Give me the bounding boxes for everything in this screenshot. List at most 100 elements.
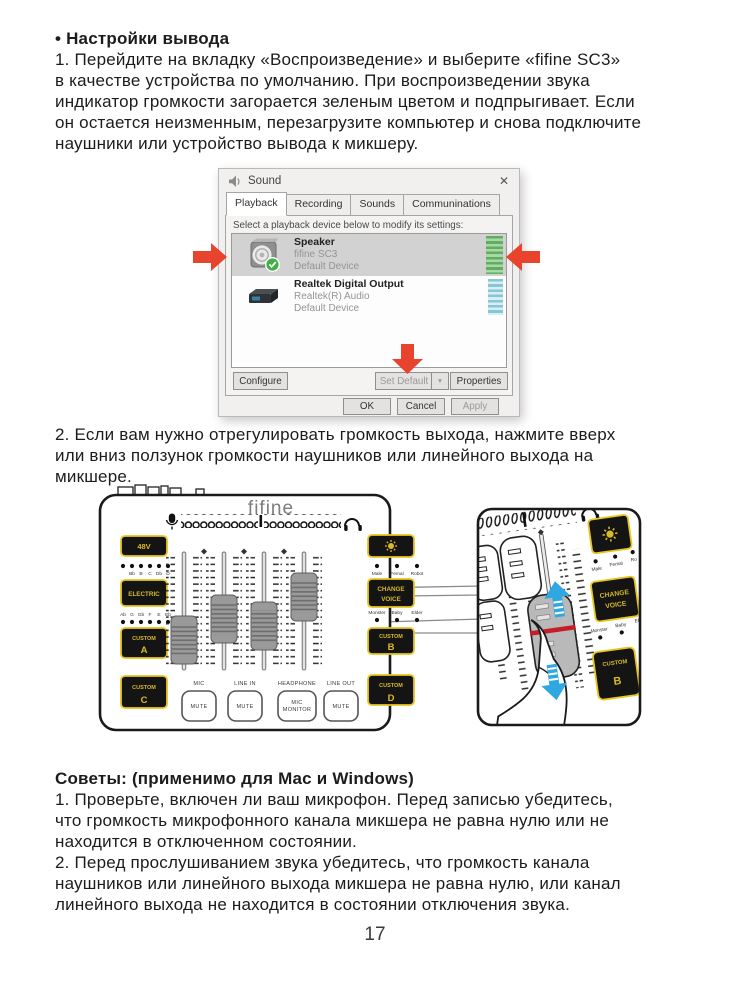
svg-text:ELECTRIC: ELECTRIC: [128, 591, 160, 598]
device-detail: fifine SC3: [294, 248, 338, 260]
dialog-titlebar: Sound ✕: [219, 169, 519, 193]
device-row-realtek[interactable]: Realtek Digital Output Realtek(R) Audio …: [232, 276, 506, 318]
dialog-title: Sound: [248, 175, 282, 187]
inset-led-row: [478, 509, 578, 538]
svg-text:D: D: [388, 693, 395, 704]
svg-text:LINE IN: LINE IN: [234, 681, 256, 687]
svg-text:VOICE: VOICE: [605, 600, 627, 610]
svg-text:Monster: Monster: [590, 626, 608, 634]
voice-leds-bottom: Monster Baby Elder: [368, 610, 423, 623]
svg-text:E: E: [157, 612, 160, 618]
tips-heading: Советы: (применимо для Mac и Windows): [55, 769, 415, 788]
svg-text:Femal: Femal: [609, 561, 623, 569]
button-custom-b[interactable]: CUSTOM B: [367, 627, 415, 655]
mute-button-line-out[interactable]: MUTE: [323, 690, 359, 722]
section-output: • Настройки вывода 1. Перейдите на вклад…: [55, 28, 720, 154]
properties-button[interactable]: Properties: [450, 372, 508, 390]
device-status: Default Device: [294, 261, 360, 273]
arrow-down-set-default: [392, 344, 423, 374]
tab-recording[interactable]: Recording: [286, 194, 352, 216]
apply-button[interactable]: Apply: [451, 398, 499, 415]
svg-text:MIC: MIC: [193, 681, 204, 687]
fader-knob-line-in[interactable]: [210, 594, 238, 644]
sketch-fader-knobs: [478, 535, 543, 663]
svg-text:Ab: Ab: [120, 612, 126, 618]
mixer-panel: fifine 48V: [98, 484, 424, 732]
playback-device-list: Speaker fifine SC3 Default Device: [231, 233, 507, 368]
set-default-dropdown[interactable]: ▼: [431, 372, 449, 390]
svg-text:CUSTOM: CUSTOM: [132, 685, 156, 691]
button-48v[interactable]: 48V: [120, 535, 168, 557]
section-output-heading: • Настройки вывода: [55, 29, 230, 48]
fader-knob-headphone[interactable]: [250, 601, 278, 651]
arrow-right-pointing-left: [506, 243, 540, 271]
headphone-icon: [344, 518, 362, 531]
svg-text:MUTE: MUTE: [236, 704, 253, 710]
svg-text:C: C: [141, 695, 148, 706]
button-light[interactable]: [587, 514, 633, 555]
svg-text:G: G: [130, 612, 134, 618]
svg-text:MONITOR: MONITOR: [283, 707, 311, 713]
close-icon[interactable]: ✕: [498, 174, 509, 188]
inset-voice-leds-bottom: Monster Baby Elder: [590, 617, 646, 640]
mute-button-line-in[interactable]: MUTE: [227, 690, 263, 722]
button-light[interactable]: [367, 534, 415, 558]
svg-text:Baby: Baby: [392, 610, 404, 616]
inset-voice-leds-top: Male Femal Ro: [591, 550, 638, 573]
fader-knob-line-out[interactable]: [290, 572, 318, 622]
svg-text:VOICE: VOICE: [381, 596, 401, 603]
channel-headphone: HEADPHONE MIC MONITOR: [277, 681, 317, 722]
svg-text:B: B: [139, 571, 142, 577]
device-row-speaker[interactable]: Speaker fifine SC3 Default Device: [232, 234, 506, 276]
svg-text:B: B: [613, 675, 623, 688]
light-icon: [602, 526, 618, 542]
svg-text:MIC: MIC: [291, 700, 302, 706]
button-change-voice[interactable]: CHANGE VOICE: [590, 575, 640, 623]
svg-text:CUSTOM: CUSTOM: [602, 659, 628, 668]
button-custom-d[interactable]: CUSTOM D: [367, 674, 415, 706]
button-change-voice[interactable]: CHANGE VOICE: [367, 578, 415, 608]
volume-meter-green: [486, 236, 503, 274]
playback-tab-panel: Select a playback device below to modify…: [225, 215, 513, 396]
set-default-button[interactable]: Set Default: [375, 372, 433, 390]
zoom-inset: Male Femal Ro CHANGE VOICE Monster Baby …: [476, 507, 646, 727]
svg-text:HEADPHONE: HEADPHONE: [278, 681, 316, 687]
svg-text:MUTE: MUTE: [332, 704, 349, 710]
svg-text:Bb: Bb: [129, 571, 135, 577]
tab-playback[interactable]: Playback: [226, 192, 287, 216]
speaker-icon: [229, 175, 240, 187]
volume-meter-cyan: [488, 279, 503, 315]
svg-text:CUSTOM: CUSTOM: [379, 683, 403, 689]
button-custom-a[interactable]: CUSTOM A: [120, 627, 168, 659]
slide-down-arrow: [541, 663, 568, 701]
device-detail: Realtek(R) Audio: [294, 290, 370, 302]
button-electric[interactable]: ELECTRIC: [120, 579, 168, 607]
configure-button[interactable]: Configure: [233, 372, 288, 390]
svg-text:Monster: Monster: [368, 610, 386, 616]
mute-button-mic[interactable]: MUTE: [181, 690, 217, 722]
cancel-button[interactable]: Cancel: [397, 398, 445, 415]
svg-text:Elder: Elder: [634, 617, 646, 625]
tips-section: Советы: (применимо для Mac и Windows) 1.…: [55, 768, 720, 915]
device-status: Default Device: [294, 303, 360, 315]
tab-communications[interactable]: Communinations: [404, 194, 500, 216]
svg-text:C: C: [148, 571, 152, 577]
realtek-device-icon: [232, 286, 294, 308]
fader-knob-mic[interactable]: [170, 615, 198, 665]
ok-button[interactable]: OK: [343, 398, 391, 415]
svg-text:Femal: Femal: [390, 571, 403, 577]
playback-instruction: Select a playback device below to modify…: [233, 220, 464, 231]
section-adjust-body: 2. Если вам нужно отрегулировать громкос…: [55, 425, 616, 486]
level-led-row: [165, 513, 362, 531]
mic-icon: [165, 513, 179, 530]
svg-text:48V: 48V: [137, 542, 150, 551]
tips-item-1: 1. Проверьте, включен ли ваш микрофон. П…: [55, 790, 613, 851]
mic-monitor-button[interactable]: MIC MONITOR: [277, 690, 317, 722]
tab-sounds[interactable]: Sounds: [351, 194, 405, 216]
button-custom-c[interactable]: CUSTOM C: [120, 675, 168, 709]
svg-text:LINE OUT: LINE OUT: [327, 681, 355, 687]
svg-text:Robot: Robot: [411, 571, 424, 577]
svg-text:Ro: Ro: [630, 557, 637, 564]
svg-text:A: A: [141, 645, 148, 656]
button-custom-b[interactable]: CUSTOM B: [592, 646, 640, 701]
